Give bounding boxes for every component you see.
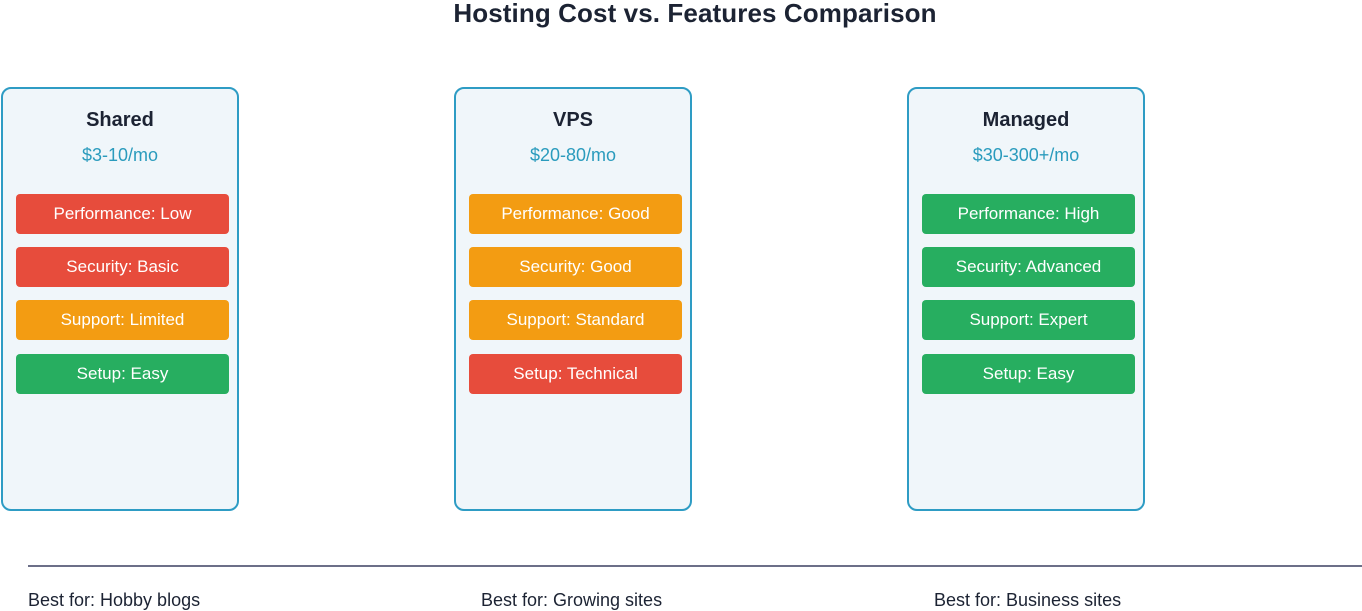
best-for-vps: Best for: Growing sites: [481, 590, 663, 610]
plan-card-shared: Shared $3-10/mo Performance: Low Securit…: [1, 87, 239, 511]
feature-setup: Setup: Easy: [16, 354, 229, 394]
feature-support: Support: Limited: [16, 300, 229, 340]
page-title: Hosting Cost vs. Features Comparison: [453, 0, 937, 28]
plan-name: Shared: [86, 109, 154, 131]
divider: [28, 565, 1362, 567]
plan-price: $3-10/mo: [81, 145, 159, 165]
plan-card-managed: Managed $30-300+/mo Performance: High Se…: [907, 87, 1145, 511]
feature-security: Security: Basic: [16, 247, 229, 287]
feature-performance: Performance: Good: [469, 194, 682, 234]
best-for-shared: Best for: Hobby blogs: [28, 590, 201, 610]
plan-price: $30-300+/mo: [972, 145, 1080, 165]
feature-support: Support: Standard: [469, 300, 682, 340]
feature-security: Security: Advanced: [922, 247, 1135, 287]
plan-name: Managed: [982, 109, 1070, 131]
feature-setup: Setup: Technical: [469, 354, 682, 394]
feature-support: Support: Expert: [922, 300, 1135, 340]
plan-card-vps: VPS $20-80/mo Performance: Good Security…: [454, 87, 692, 511]
best-for-managed: Best for: Business sites: [934, 590, 1122, 610]
feature-performance: Performance: High: [922, 194, 1135, 234]
plan-price: $20-80/mo: [529, 145, 617, 165]
feature-setup: Setup: Easy: [922, 354, 1135, 394]
feature-security: Security: Good: [469, 247, 682, 287]
feature-performance: Performance: Low: [16, 194, 229, 234]
plan-name: VPS: [552, 109, 594, 131]
